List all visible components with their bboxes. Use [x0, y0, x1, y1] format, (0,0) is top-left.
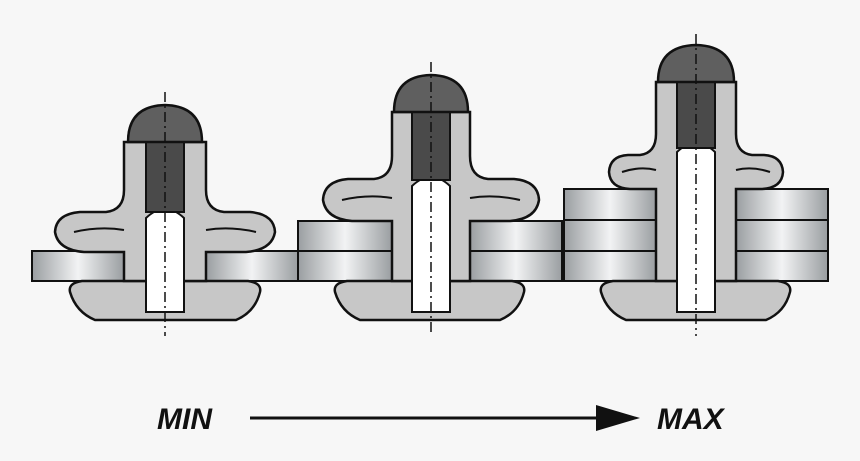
arrow-head-icon [596, 405, 640, 431]
rivet-stage-2 [297, 62, 563, 336]
sheet-material [563, 188, 829, 282]
fold-crease [341, 195, 521, 201]
max-label: MAX [657, 403, 726, 436]
rivet-stage-1 [31, 92, 299, 336]
rivet-cap [392, 73, 470, 114]
scale-indicator: MIN MAX [157, 403, 726, 436]
fold-crease [621, 167, 771, 173]
min-label: MIN [157, 403, 213, 436]
rivet-cap [126, 103, 204, 144]
fold-crease [73, 227, 257, 233]
sheet-material [31, 250, 299, 282]
rivet-stage-3 [563, 34, 829, 336]
